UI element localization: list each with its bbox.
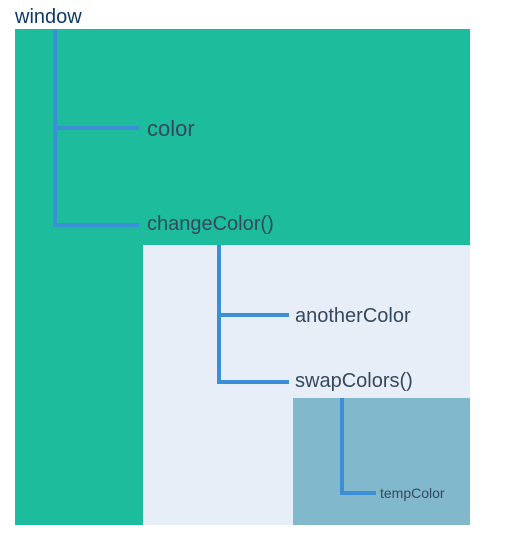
window-branch-changecolor — [53, 223, 139, 227]
swap-colors-function-label: swapColors() — [295, 370, 413, 392]
changecolor-branch-anothercolor — [217, 313, 289, 317]
swapcolors-branch-tempcolor — [340, 491, 376, 495]
another-color-variable-label: anotherColor — [295, 305, 411, 327]
changecolor-branch-swapcolors — [217, 380, 289, 384]
window-scope-title: window — [15, 6, 82, 28]
temp-color-variable-label: tempColor — [380, 485, 445, 501]
swapcolors-trunk-line — [340, 398, 344, 495]
swap-colors-scope-box — [293, 398, 470, 525]
color-variable-label: color — [147, 116, 195, 141]
window-branch-color — [53, 126, 139, 130]
change-color-function-label: changeColor() — [147, 213, 274, 235]
